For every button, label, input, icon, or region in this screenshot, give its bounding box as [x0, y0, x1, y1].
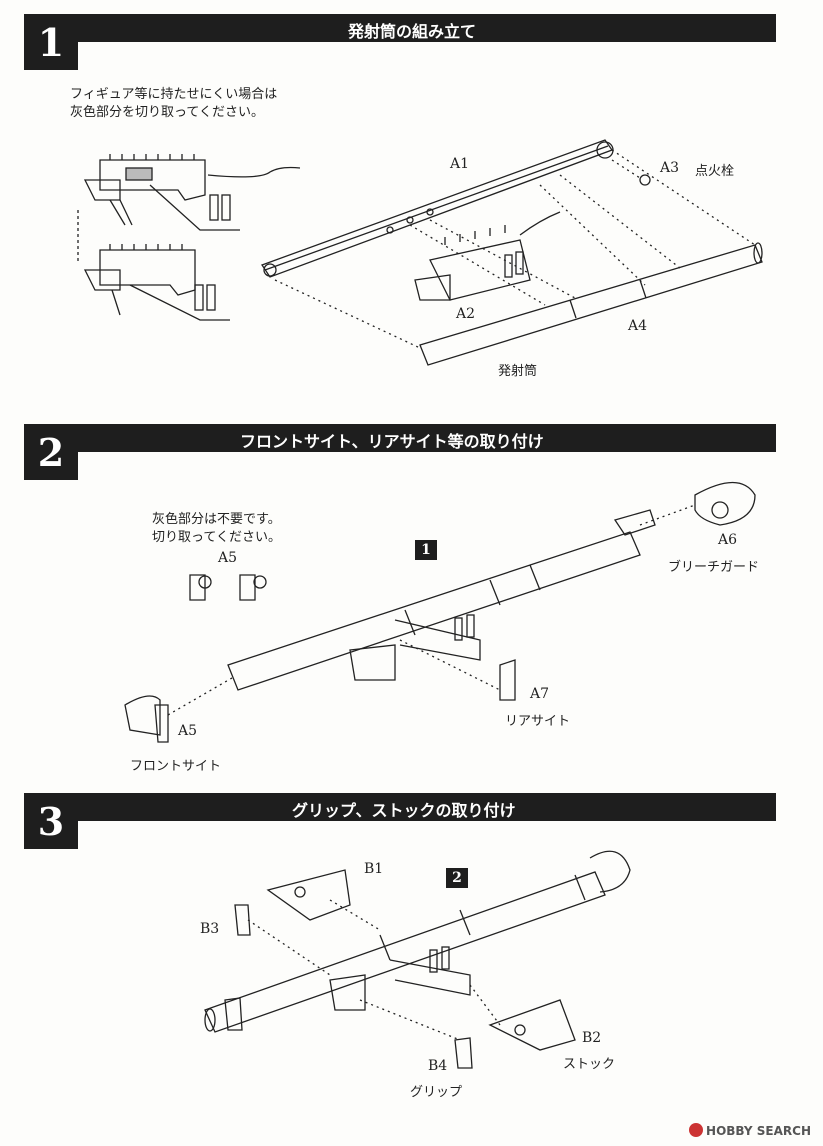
step1-guides	[274, 149, 756, 349]
label-b4: B4	[428, 1058, 448, 1074]
label-a6: A6	[718, 532, 738, 548]
label-b2-name: ストック	[563, 1057, 616, 1072]
label-b1: B1	[364, 861, 384, 877]
label-a7: A7	[530, 686, 550, 702]
step1-inset-drawing	[77, 154, 301, 321]
step3-header-bar	[24, 793, 776, 821]
label-b4-name: グリップ	[410, 1085, 463, 1100]
step2-title: フロントサイト、リアサイト等の取り付け	[240, 432, 544, 451]
label-a3-name: 点火栓	[695, 164, 735, 179]
step3-guides	[247, 899, 501, 1041]
step2-note: 灰色部分は不要です。 切り取ってください。	[152, 511, 281, 547]
label-a7-name: リアサイト	[505, 714, 571, 729]
step2-guides	[167, 504, 696, 716]
step1-title: 発射筒の組み立て	[348, 22, 477, 41]
watermark-text: HOBBY SEARCH	[706, 1124, 811, 1138]
step2-ref-badge: 1	[415, 540, 437, 560]
step1-bracket-a2	[414, 211, 561, 301]
label-b2: B2	[582, 1030, 602, 1046]
step1-note-line1: フィギュア等に持たせにくい場合は	[70, 87, 278, 102]
watermark: HOBBY SEARCH	[689, 1123, 811, 1138]
step1-rail-a1	[261, 139, 614, 278]
step1-note-line2: 灰色部分を切り取ってください。	[70, 105, 264, 120]
label-a3: A3	[660, 160, 680, 176]
label-a5: A5	[178, 723, 198, 739]
step1-number: 1	[24, 14, 78, 70]
step1-tube-a4	[419, 174, 763, 366]
step3-launcher	[204, 850, 631, 1069]
label-a5-name: フロントサイト	[130, 759, 222, 774]
step3-number: 3	[24, 793, 78, 849]
step3-title: グリップ、ストックの取り付け	[292, 801, 516, 820]
step1-note: フィギュア等に持たせにくい場合は 灰色部分を切り取ってください。	[70, 86, 277, 122]
label-a5-top: A5	[218, 550, 238, 566]
label-b3: B3	[200, 921, 220, 937]
step2-note-line1: 灰色部分は不要です。	[152, 512, 281, 527]
label-a6-name: ブリーチガード	[668, 560, 760, 575]
label-a2: A2	[456, 306, 476, 322]
label-a4: A4	[628, 318, 648, 334]
label-a1: A1	[450, 156, 470, 172]
step1-header-bar	[24, 14, 776, 42]
watermark-logo-icon	[689, 1123, 704, 1137]
step2-launcher	[124, 482, 756, 743]
step2-number: 2	[24, 424, 78, 480]
label-tube-name: 発射筒	[498, 364, 538, 379]
step3-ref-badge: 2	[446, 868, 468, 888]
step2-note-line2: 切り取ってください。	[152, 530, 281, 545]
step2-header-bar	[24, 424, 776, 452]
